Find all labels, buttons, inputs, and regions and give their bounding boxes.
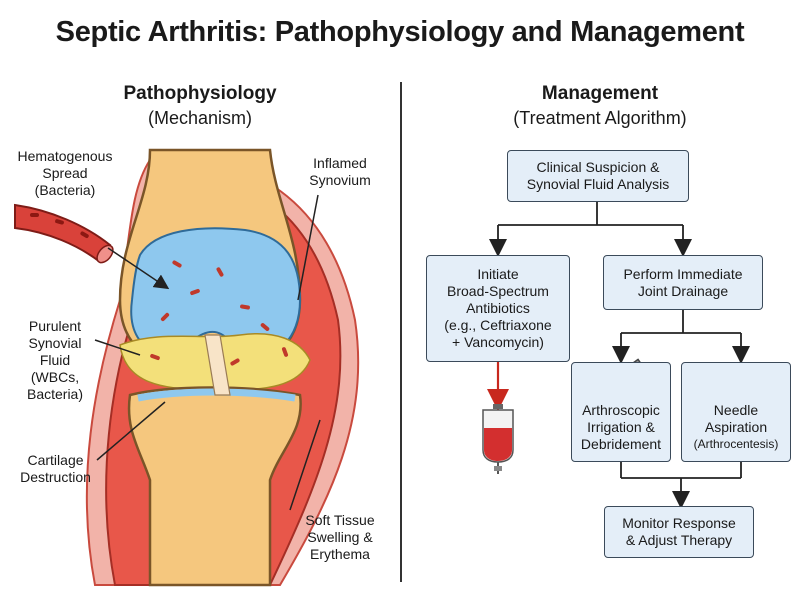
needle-aspiration-box: Needle Aspiration (Arthrocentesis)	[681, 362, 791, 462]
cartilage-destruction-label: Cartilage Destruction	[20, 452, 91, 485]
pathophysiology-subtitle: (Mechanism)	[147, 108, 253, 128]
joint-drainage-box: Perform Immediate Joint Drainage	[603, 255, 763, 310]
purulent-fluid-label: Purulent Synovial Fluid (WBCs, Bacteria)	[26, 318, 84, 402]
monitor-response-box: Monitor Response & Adjust Therapy	[604, 506, 754, 558]
pathophysiology-heading: Pathophysiology (Mechanism)	[80, 82, 320, 130]
section-divider	[400, 82, 402, 582]
page-title: Septic Arthritis: Pathophysiology and Ma…	[55, 16, 745, 48]
management-subtitle: (Treatment Algorithm)	[513, 108, 687, 128]
antibiotics-box: Initiate Broad-Spectrum Antibiotics (e.g…	[426, 255, 570, 362]
inflamed-synovium-label: Inflamed Synovium	[309, 155, 371, 188]
soft-tissue-swelling-label: Soft Tissue Swelling & Erythema	[305, 512, 375, 562]
clinical-suspicion-box: Clinical Suspicion & Synovial Fluid Anal…	[507, 150, 689, 202]
arthroscopic-irrigation-box: Arthroscopic Irrigation & Debridement	[571, 362, 671, 462]
pathophysiology-title: Pathophysiology	[123, 83, 277, 104]
hematogenous-spread-label: Hematogenous Spread (Bacteria)	[17, 148, 113, 198]
iv-bag-icon	[482, 404, 514, 474]
management-heading: Management (Treatment Algorithm)	[470, 82, 730, 130]
management-title: Management	[541, 83, 659, 104]
blood-vessel-icon	[14, 203, 114, 264]
